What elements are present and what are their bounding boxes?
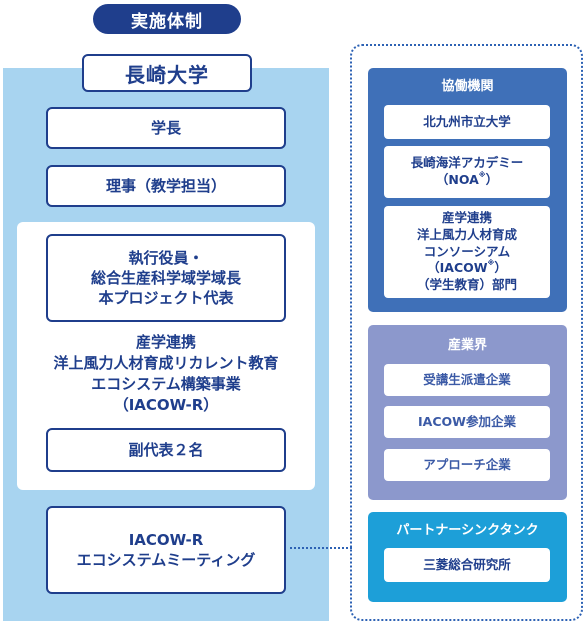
partner-item-line: 洋上風力人材育成	[416, 226, 517, 242]
director-box: 理事（教学担当）	[46, 165, 286, 207]
university-name: 長崎大学	[82, 54, 252, 92]
industry-item: 受講生派遣企業	[384, 364, 550, 396]
project-title: 産学連携 洋上風力人材育成リカレント教育 エコシステム構築事業 （IACOW-R…	[22, 330, 310, 418]
vice-representatives-box: 副代表２名	[46, 428, 286, 472]
partner-item-line: （NOA※）	[435, 171, 499, 187]
partner-item: 産学連携 洋上風力人材育成 コンソーシアム（IACOW※） （学生教育）部門	[384, 206, 550, 298]
think-tank-item: 三菱総合研究所	[384, 548, 550, 582]
executive-line: 本プロジェクト代表	[98, 289, 234, 308]
executive-line: 総合生産科学域学域長	[90, 268, 241, 287]
executive-line: 執行役員・	[128, 248, 204, 267]
page-title: 実施体制	[93, 4, 241, 34]
partner-item-line: 長崎海洋アカデミー	[410, 155, 524, 171]
connector-line	[290, 547, 352, 549]
project-title-line: （IACOW-R）	[113, 396, 219, 414]
industry-heading: 産業界	[447, 337, 487, 353]
project-title-line: 洋上風力人材育成リカレント教育	[53, 354, 279, 372]
think-tank-heading: パートナーシンクタンク	[396, 522, 539, 538]
project-title-line: 産学連携	[135, 333, 196, 351]
meeting-line: IACOW-R	[128, 530, 204, 549]
industry-item: IACOW参加企業	[384, 406, 550, 438]
partner-item-line: コンソーシアム（IACOW※）	[423, 243, 511, 276]
project-title-line: エコシステム構築事業	[91, 375, 241, 393]
project-representative-box: 執行役員・ 総合生産科学域学域長 本プロジェクト代表	[46, 234, 286, 322]
collaborators-frame	[350, 44, 583, 621]
partner-item: 長崎海洋アカデミー （NOA※）	[384, 146, 550, 198]
partner-item-line: （学生教育）部門	[416, 277, 517, 293]
partner-item-line: 産学連携	[441, 209, 492, 225]
partner-institutions-heading: 協働機関	[441, 78, 494, 94]
industry-item: アプローチ企業	[384, 449, 550, 481]
president-box: 学長	[46, 107, 286, 149]
ecosystem-meeting-box: IACOW-R エコシステムミーティング	[46, 506, 286, 594]
meeting-line: エコシステムミーティング	[76, 551, 256, 569]
partner-item: 北九州市立大学	[384, 105, 550, 139]
